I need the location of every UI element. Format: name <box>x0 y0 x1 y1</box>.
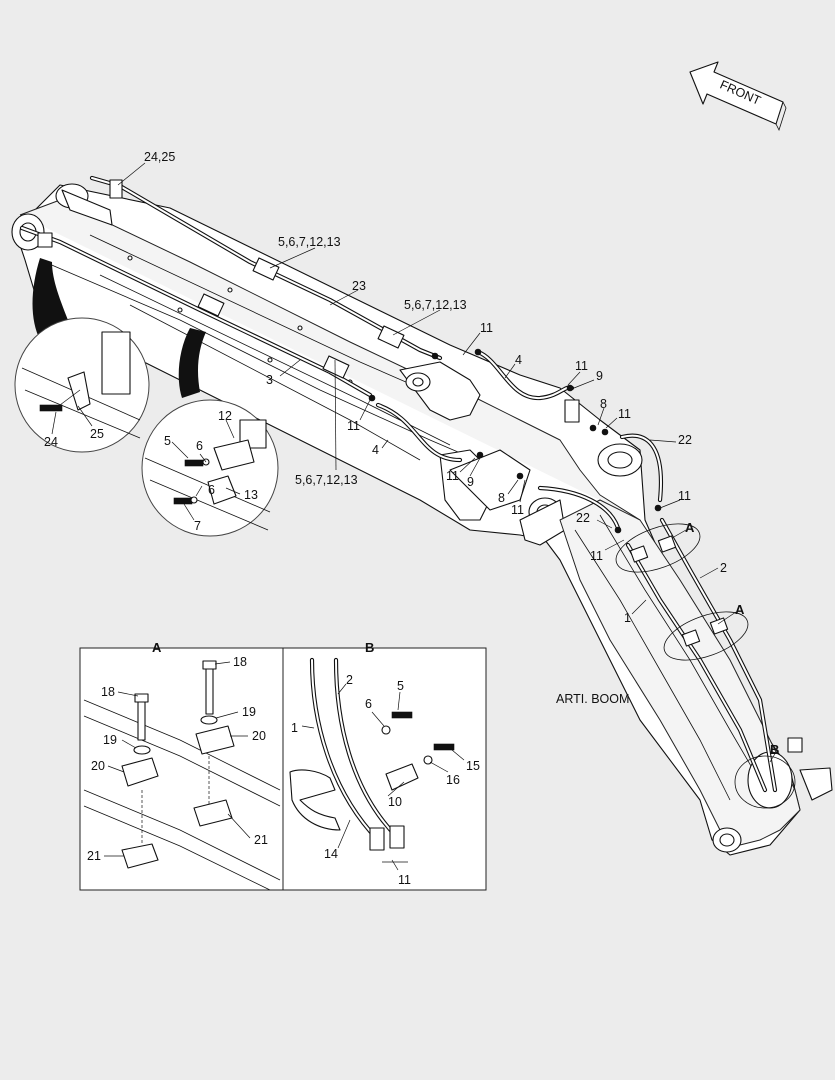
callout-label: 11 <box>618 407 631 421</box>
callout-label: 11 <box>511 503 524 517</box>
callout-label: 24,25 <box>144 150 175 164</box>
pipe-clamps <box>37 179 803 753</box>
callout-label: 19 <box>103 733 117 747</box>
callout-label: 9 <box>467 475 474 489</box>
callout-label: A <box>685 520 695 535</box>
callout-label: 5 <box>164 434 171 448</box>
callout-label: 5 <box>397 679 404 693</box>
detail-a-letter: A <box>152 640 162 655</box>
callout-label: 2 <box>720 561 727 575</box>
callout-label: 19 <box>242 705 256 719</box>
callout-label: 10 <box>388 795 402 809</box>
callout-label: 11 <box>398 873 411 887</box>
callout-label: 12 <box>218 409 232 423</box>
callout-label: 18 <box>101 685 115 699</box>
detail-b-letter: B <box>365 640 374 655</box>
callout-label: 24 <box>44 435 58 449</box>
callout-label: 20 <box>252 729 266 743</box>
callout-label: 22 <box>678 433 692 447</box>
callout-label: 1 <box>291 721 298 735</box>
callout-label: 13 <box>244 488 258 502</box>
zoom-right-callouts: 12 5 6 13 6 7 <box>164 409 258 533</box>
callout-label: 8 <box>600 397 607 411</box>
callout-label: 15 <box>466 759 480 773</box>
callout-label: 25 <box>90 427 104 441</box>
callout-label: 21 <box>254 833 268 847</box>
arti-boom-caption: ARTI. BOOM <box>556 692 629 706</box>
callout-label: 6 <box>208 483 215 497</box>
callout-label: 11 <box>480 321 493 335</box>
callout-label: B <box>770 742 779 757</box>
callout-label: 6 <box>196 439 203 453</box>
callout-label: 3 <box>266 373 273 387</box>
callout-label: 6 <box>365 697 372 711</box>
callout-label: 20 <box>91 759 105 773</box>
callout-label: 7 <box>194 519 201 533</box>
callout-label: 21 <box>87 849 101 863</box>
zoom-left-callouts: 24 25 <box>44 427 104 449</box>
callout-label: 11 <box>678 489 691 503</box>
callout-label: 11 <box>575 359 588 373</box>
zoom-circle-right <box>141 328 279 537</box>
callout-label: 4 <box>372 443 379 457</box>
leader-lines <box>51 162 777 871</box>
callout-label: 2 <box>346 673 353 687</box>
callout-label: 5,6,7,12,13 <box>404 298 467 312</box>
zoom-circle-left <box>14 258 150 453</box>
callout-label: A <box>735 602 745 617</box>
front-direction-arrow: FRONT <box>689 61 787 132</box>
callout-label: 5,6,7,12,13 <box>278 235 341 249</box>
detail-b-labels: B 2 5 1 6 15 16 10 14 11 <box>291 640 480 887</box>
detail-a-labels: A 18 18 19 19 20 20 21 21 <box>87 640 268 863</box>
callout-label: 23 <box>352 279 366 293</box>
callout-label: 18 <box>233 655 247 669</box>
callout-label: 4 <box>515 353 522 367</box>
callout-label: 5,6,7,12,13 <box>295 473 358 487</box>
callout-label: 11 <box>347 419 360 433</box>
callout-label: 14 <box>324 847 338 861</box>
callout-label: 8 <box>498 491 505 505</box>
callout-label: 11 <box>446 469 459 483</box>
main-callouts: 24,25 5,6,7,12,13 23 5,6,7,12,13 11 3 4 … <box>144 150 779 757</box>
callout-label: 11 <box>590 549 603 563</box>
detail-panels <box>79 647 487 891</box>
callout-label: 9 <box>596 369 603 383</box>
callout-label: 1 <box>624 611 631 625</box>
callout-label: 22 <box>576 511 590 525</box>
callout-label: 16 <box>446 773 460 787</box>
